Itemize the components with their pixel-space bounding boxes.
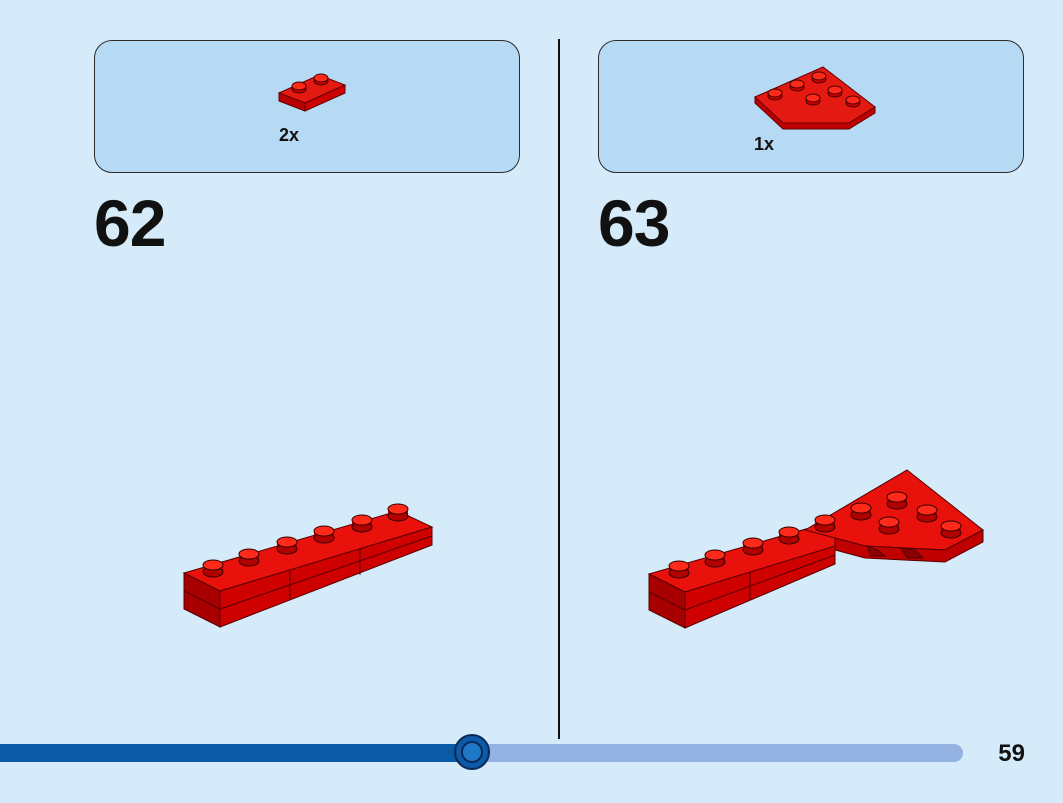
assembly-step-62-model <box>182 503 434 628</box>
step-number: 62 <box>94 186 166 260</box>
red-plate-1x2-icon <box>277 73 347 112</box>
progress-indicator-icon <box>454 734 490 770</box>
part-quantity: 1x <box>754 134 775 154</box>
step-number: 63 <box>598 186 670 260</box>
progress-bar <box>0 734 963 770</box>
assembly-step-63-model <box>647 469 984 629</box>
step-divider <box>558 39 560 739</box>
part-quantity: 2x <box>279 125 300 145</box>
red-wedge-plate-icon <box>754 66 876 130</box>
progress-fill <box>0 744 472 762</box>
parts-callout-step-62: 2x <box>94 40 520 173</box>
page-number: 59 <box>998 740 1025 767</box>
parts-callout-step-63: 1x <box>598 40 1024 173</box>
